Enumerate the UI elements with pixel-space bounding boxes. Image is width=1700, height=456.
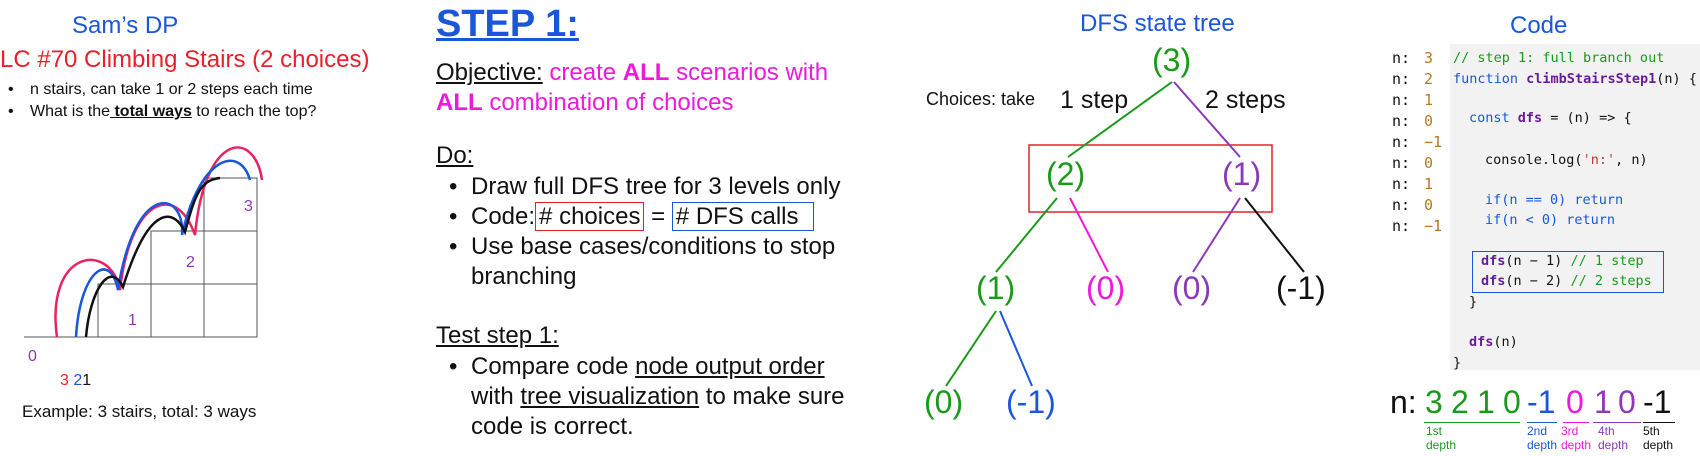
dfs-calls-box: # DFS calls: [671, 202, 814, 231]
code-line-10: dfs(n): [1469, 334, 1518, 350]
problem-bullets: n stairs, can take 1 or 2 steps each tim…: [8, 79, 316, 123]
do-list: Draw full DFS tree for 3 levels only Cod…: [449, 172, 889, 292]
node-root: (3): [1152, 42, 1192, 78]
edge-label-2-steps: 2 steps: [1205, 86, 1286, 114]
do-item-code: Code:# choices = # DFS calls: [449, 202, 889, 232]
code-title: Code: [1510, 12, 1568, 39]
code-line-3: const dfs = (n) => {: [1469, 110, 1632, 126]
path-blue: [74, 159, 252, 338]
edge-l2a-l3a: [945, 310, 997, 387]
depth-line-3: [1563, 422, 1589, 423]
test-label: Test step 1:: [436, 322, 559, 349]
code-line-1: // step 1: full branch out: [1453, 50, 1665, 66]
node-l2a: (1): [976, 270, 1016, 306]
do-item-base: Use base cases/conditions to stop branch…: [449, 232, 871, 292]
objective-block: Objective: create ALL scenarios with ALL…: [436, 59, 829, 116]
depth-line-1: [1424, 422, 1520, 423]
edge-l1b-l2c: [1192, 197, 1241, 273]
stair-label-0: 0: [28, 348, 37, 365]
edge-root-l1b: [1173, 81, 1241, 158]
depth-line-2: [1527, 422, 1557, 423]
tree-title: DFS state tree: [1080, 10, 1235, 37]
path-red: [54, 146, 264, 338]
bullet-stairs: n stairs, can take 1 or 2 steps each tim…: [8, 79, 316, 101]
code-line-8: dfs(n − 2) // 2 steps: [1481, 273, 1652, 289]
level1-box: [1028, 144, 1273, 213]
stair-label-1: 1: [128, 312, 137, 329]
example-text: Example: 3 stairs, total: 3 ways: [22, 402, 257, 421]
node-l2c: (0): [1172, 270, 1212, 306]
do-label: Do:: [436, 142, 474, 169]
depth-line-4: [1593, 422, 1641, 423]
stair-label-2: 2: [186, 254, 195, 271]
depth-line-5: [1643, 422, 1675, 423]
problem-title: LC #70 Climbing Stairs (2 choices): [0, 46, 370, 73]
bullet-question: What is the total ways to reach the top?: [8, 101, 316, 123]
edge-root-l1a: [1067, 81, 1173, 158]
code-editor: [1450, 44, 1700, 370]
code-line-4: console.log('n:', n): [1485, 152, 1648, 168]
tree-edges: [945, 81, 1305, 387]
panel1-title: Sam’s DP: [72, 12, 179, 39]
node-l3a: (0): [924, 384, 964, 420]
test-item: Compare code node output order with tree…: [449, 352, 845, 442]
choices-box: # choices: [535, 202, 645, 231]
edge-l1b-l2d: [1244, 197, 1305, 273]
edge-l1a-l2a: [995, 197, 1058, 273]
stair-label-3: 3: [244, 198, 253, 215]
stair-grid: [24, 177, 258, 338]
code-line-5: if(n == 0) return: [1485, 192, 1624, 208]
edge-l2a-l3b: [999, 310, 1033, 387]
node-l1b: (1): [1222, 156, 1262, 192]
choices-label: Choices: take: [926, 89, 1036, 109]
do-item-tree: Draw full DFS tree for 3 levels only: [449, 172, 889, 202]
path-black: [84, 176, 221, 338]
start-labels: 3 21: [60, 372, 92, 389]
code-line-9: }: [1469, 294, 1478, 310]
step-title: STEP 1:: [436, 3, 579, 45]
node-l3b: (-1): [1006, 384, 1056, 420]
edge-l1a-l2b: [1069, 197, 1109, 273]
node-l2b: (0): [1086, 270, 1126, 306]
code-line-2: function climbStairsStep1(n) {: [1453, 71, 1697, 87]
node-l1a: (2): [1046, 156, 1086, 192]
node-l2d: (-1): [1276, 270, 1326, 306]
code-line-11: }: [1453, 355, 1462, 371]
output-label: n:: [1390, 384, 1417, 420]
edge-label-1-step: 1 step: [1060, 86, 1129, 114]
code-line-6: if(n < 0) return: [1485, 212, 1616, 228]
dfs-calls-highlight: [1472, 251, 1664, 293]
stairs-diagram: [24, 146, 264, 338]
code-line-7: dfs(n − 1) // 1 step: [1481, 253, 1644, 269]
test-list: Compare code node output order with tree…: [449, 352, 845, 442]
